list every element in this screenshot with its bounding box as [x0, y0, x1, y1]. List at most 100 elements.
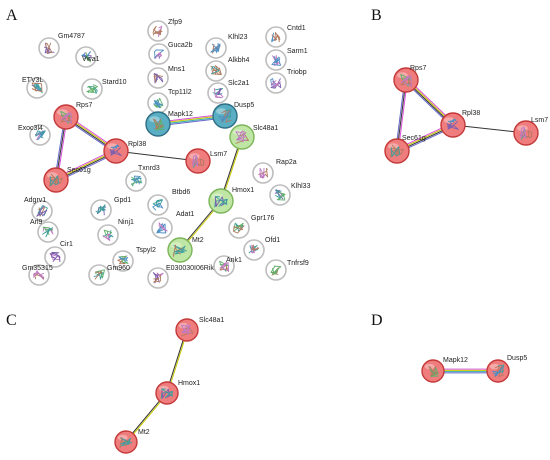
node-dusp5[interactable]: Dusp5 — [212, 102, 254, 129]
node-stard10[interactable]: Stard10 — [81, 78, 127, 100]
node-label-mapk12: Mapk12 — [443, 357, 468, 364]
node-e030030i06rik[interactable]: E030030I06Rik — [147, 265, 214, 289]
protein-structure-icon — [43, 42, 55, 54]
node-circle — [229, 124, 255, 150]
node-label-gpd1: Gpd1 — [114, 197, 131, 204]
panel-d-nodes: Mapk12 Dusp5 — [421, 355, 527, 383]
node-slc48a1[interactable]: Slc48a1 — [175, 317, 224, 342]
node-gm4787[interactable]: Gm4787 — [38, 33, 85, 59]
protein-structure-icon — [212, 87, 224, 99]
node-label-cntd1: Cntd1 — [287, 25, 306, 32]
node-guca2b[interactable]: Guca2b — [148, 42, 193, 65]
node-label-e030030i06rik: E030030I06Rik — [166, 265, 214, 272]
protein-structure-icon — [274, 189, 286, 201]
node-lsm7[interactable]: Lsm7 — [185, 148, 227, 174]
node-label-tnfrsf9: Tnfrsf9 — [287, 260, 309, 267]
protein-structure-icon — [210, 42, 221, 54]
panel-a-edges — [54, 113, 244, 251]
node-label-rps7: Rps7 — [76, 102, 92, 109]
protein-structure-icon — [31, 82, 43, 94]
node-label-mns1: Mns1 — [168, 66, 185, 73]
node-rpl38[interactable]: Rpl38 — [103, 138, 146, 164]
node-etv3l[interactable]: ETV3L — [22, 77, 48, 99]
protein-structure-icon — [49, 173, 63, 187]
node-mt2[interactable]: Mt2 — [167, 237, 204, 263]
node-gm35315[interactable]: Gm35315 — [22, 264, 53, 286]
node-adat1[interactable]: Adat1 — [151, 211, 194, 239]
node-label-slc2a1: Slc2a1 — [228, 80, 250, 87]
node-sec61g[interactable]: Sec61g — [384, 135, 426, 164]
node-circle — [147, 67, 169, 89]
protein-structure-icon — [86, 84, 98, 94]
protein-structure-icon — [248, 244, 260, 254]
node-label-hmox1: Hmox1 — [232, 187, 254, 194]
node-label-klhl33: Klhl33 — [291, 183, 311, 190]
protein-structure-icon — [270, 78, 282, 89]
protein-structure-icon — [428, 365, 439, 377]
node-alkbh4[interactable]: Alkbh4 — [205, 57, 250, 82]
node-rps7[interactable]: Rps7 — [53, 102, 92, 130]
node-lsm7[interactable]: Lsm7 — [513, 117, 548, 146]
node-label-rap2a: Rap2a — [276, 159, 297, 166]
panel-a-letter: A — [6, 7, 18, 24]
node-cntd1[interactable]: Cntd1 — [265, 25, 306, 48]
node-mapk12[interactable]: Mapk12 — [421, 357, 468, 383]
node-gpd1[interactable]: Gpd1 — [90, 197, 131, 221]
node-klhl33[interactable]: Klhl33 — [269, 183, 311, 206]
node-exoc3l4[interactable]: Exoc3l4 — [18, 124, 51, 146]
node-sarm1[interactable]: Sarm1 — [265, 48, 308, 71]
node-sec61g[interactable]: Sec61g — [43, 167, 91, 193]
node-ank1[interactable]: Ank1 — [213, 255, 242, 277]
node-triobp[interactable]: Triobp — [265, 69, 307, 94]
panel-b-letter: B — [371, 7, 382, 24]
node-label-rpl38: Rpl38 — [128, 141, 146, 148]
protein-structure-icon — [218, 109, 232, 123]
node-vwa1[interactable]: Vwa1 — [75, 46, 100, 68]
node-label-rps7: Rps7 — [410, 65, 426, 72]
node-ninj1[interactable]: Ninj1 — [97, 219, 134, 246]
node-circle — [112, 250, 134, 272]
node-circle — [213, 255, 235, 277]
node-rap2a[interactable]: Rap2a — [252, 159, 297, 184]
protein-structure-icon — [153, 49, 164, 59]
node-klhl23[interactable]: Klhl23 — [205, 34, 248, 59]
node-label-etv3l: ETV3L — [22, 77, 44, 84]
node-mt2[interactable]: Mt2 — [114, 429, 150, 454]
node-hmox1[interactable]: Hmox1 — [155, 380, 200, 405]
node-slc48a1[interactable]: Slc48a1 — [229, 124, 278, 150]
node-label-gm960: Gm960 — [107, 265, 130, 272]
node-label-dusp5: Dusp5 — [234, 102, 254, 109]
node-tcp11l2[interactable]: Tcp11l2 — [147, 89, 192, 114]
node-btbd6[interactable]: Btbd6 — [147, 189, 190, 216]
node-hmox1[interactable]: Hmox1 — [208, 187, 254, 214]
node-label-slc48a1: Slc48a1 — [199, 317, 224, 324]
node-rps7[interactable]: Rps7 — [393, 65, 426, 93]
node-gpr176[interactable]: Gpr176 — [228, 215, 274, 239]
protein-structure-icon — [93, 269, 105, 280]
node-rpl38[interactable]: Rpl38 — [440, 110, 480, 138]
node-tspyl2[interactable]: Tspyl2 — [112, 247, 156, 272]
node-mapk12[interactable]: Mapk12 — [145, 111, 193, 137]
node-tnfrsf9[interactable]: Tnfrsf9 — [265, 259, 309, 281]
node-zfp9[interactable]: Zfp9 — [147, 19, 182, 42]
protein-structure-icon — [271, 32, 281, 43]
node-label-ank1: Ank1 — [226, 257, 242, 264]
protein-structure-icon — [519, 126, 533, 140]
node-gm960[interactable]: Gm960 — [88, 264, 130, 286]
node-mns1[interactable]: Mns1 — [147, 66, 185, 89]
node-arl9[interactable]: Arl9 — [30, 219, 59, 243]
node-label-zfp9: Zfp9 — [168, 19, 182, 26]
node-highlight — [489, 363, 500, 370]
node-label-slc48a1: Slc48a1 — [253, 125, 278, 132]
node-adgrv1[interactable]: Adgrv1 — [24, 197, 53, 222]
protein-structure-icon — [210, 65, 222, 76]
node-label-rpl38: Rpl38 — [462, 110, 480, 117]
node-label-vwa1: Vwa1 — [82, 56, 100, 63]
protein-structure-icon — [152, 199, 164, 211]
node-ofd1[interactable]: Ofd1 — [243, 237, 280, 261]
node-dusp5[interactable]: Dusp5 — [486, 355, 527, 383]
node-cir1[interactable]: Cir1 — [44, 241, 73, 268]
node-txnrd3[interactable]: Txnrd3 — [125, 165, 160, 192]
node-slc2a1[interactable]: Slc2a1 — [207, 80, 250, 104]
